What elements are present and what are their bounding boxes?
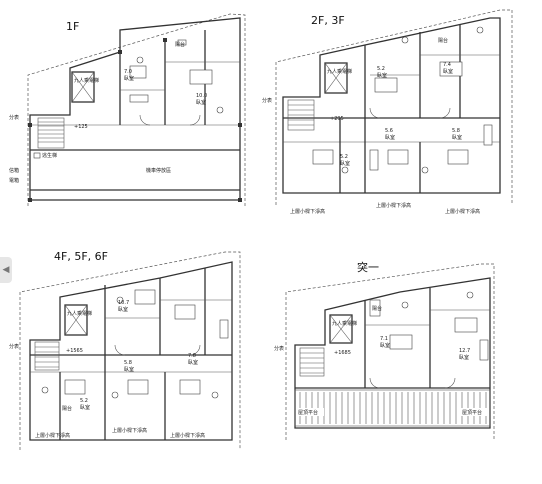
room-name: 臥室 [80,404,90,411]
ceiling-note: 上層小樑下淨高 [112,427,147,434]
terrace-label: 屋頂平台 [462,409,482,416]
balcony-label: 陽台 [62,405,72,412]
parking-label: 機車停放區 [146,167,171,174]
room-name: 臥室 [377,72,387,79]
side-label: 分表 [9,114,19,121]
ceiling-note: 上層小樑下淨高 [290,208,325,215]
room-name: 臥室 [188,359,198,366]
roof-terrace-hatch [294,389,491,427]
staircase [34,341,60,371]
room-area: 7.4 [443,62,451,68]
room-area: 7.0 [124,69,132,75]
room-name: 臥室 [118,306,128,313]
room-area: 5.6 [385,128,393,134]
room-area: 5.8 [452,128,460,134]
building-outline [282,17,501,194]
balcony-label: 陽台 [175,41,185,48]
room-area: 10.7 [118,300,129,306]
elevator-label: 九人乘電梯 [332,320,357,327]
room-name: 臥室 [196,99,206,106]
elevation-mark: +1685 [334,350,351,356]
room-area: 5.2 [340,154,348,160]
site-boundary [275,9,513,205]
ceiling-note: 上層小樑下淨高 [445,208,480,215]
room-name: 臥室 [452,134,462,141]
side-label: 電箱 [9,177,19,184]
side-label: 分表 [274,345,284,352]
elevator-label: 九人乘電梯 [67,310,92,317]
room-name: 臥室 [340,160,350,167]
ceiling-note: 上層小樑下淨高 [35,432,70,439]
balcony-label: 陽台 [372,305,382,312]
site-boundary [27,13,246,206]
plan-2f-3f: 2F, 3F 九人乘電梯 5.2 臥室 7.4 臥室 [262,9,513,215]
previous-image-arrow[interactable]: ◀ [0,257,12,283]
ceiling-note: 上層小樑下淨高 [376,202,411,209]
room-area: 5.8 [124,360,132,366]
plan-title: 2F, 3F [311,14,345,27]
staircase [287,99,315,131]
building-outline [29,17,241,201]
room-area: 10.0 [196,93,207,99]
side-label: 分表 [262,97,272,104]
room-area: 5.2 [377,66,385,72]
elevator-shaft [329,314,353,344]
chevron-left-icon: ◀ [2,265,10,275]
ceiling-note: 上層小樑下淨高 [170,432,205,439]
elevation-mark: +295 [330,116,344,122]
side-label: 分表 [9,343,19,350]
terrace-label: 屋頂平台 [298,409,318,416]
plan-title: 1F [66,20,79,33]
elevator-shaft [64,304,88,336]
elevation-mark: +1565 [66,348,83,354]
staircase [299,347,325,377]
room-name: 臥室 [443,68,453,75]
room-name: 臥室 [385,134,395,141]
elevator-label: 九人乘電梯 [327,68,352,75]
site-boundary [285,263,495,440]
plan-title: 突一 [357,260,379,274]
room-name: 臥室 [380,342,390,349]
plan-1f: 1F 九人乘電梯 [9,13,246,206]
elevator-label: 九人乘電梯 [74,77,99,84]
plan-4f-5f-6f: 4F, 5F, 6F 九人乘電梯 10.7 臥室 5.8 [9,250,241,450]
exit-stair-label: 逃生梯 [42,152,57,159]
room-name: 臥室 [124,75,134,82]
building-outline [29,261,233,441]
elevator-shaft [324,62,348,94]
room-area: 12.7 [459,348,470,354]
site-boundary [19,251,241,450]
elevation-mark: +125 [74,124,88,130]
room-area: 5.2 [80,398,88,404]
staircase [37,117,65,149]
room-name: 臥室 [459,354,469,361]
room-area: 7.1 [380,336,388,342]
plan-roof: 突一 九人乘電梯 7.1 臥室 12.7 [274,260,495,440]
side-label: 信箱 [9,167,19,174]
room-area: 7.8 [188,353,196,359]
balcony-label: 陽台 [438,37,448,44]
plan-title: 4F, 5F, 6F [54,250,108,263]
elevator-shaft [71,71,95,103]
room-name: 臥室 [124,366,134,373]
